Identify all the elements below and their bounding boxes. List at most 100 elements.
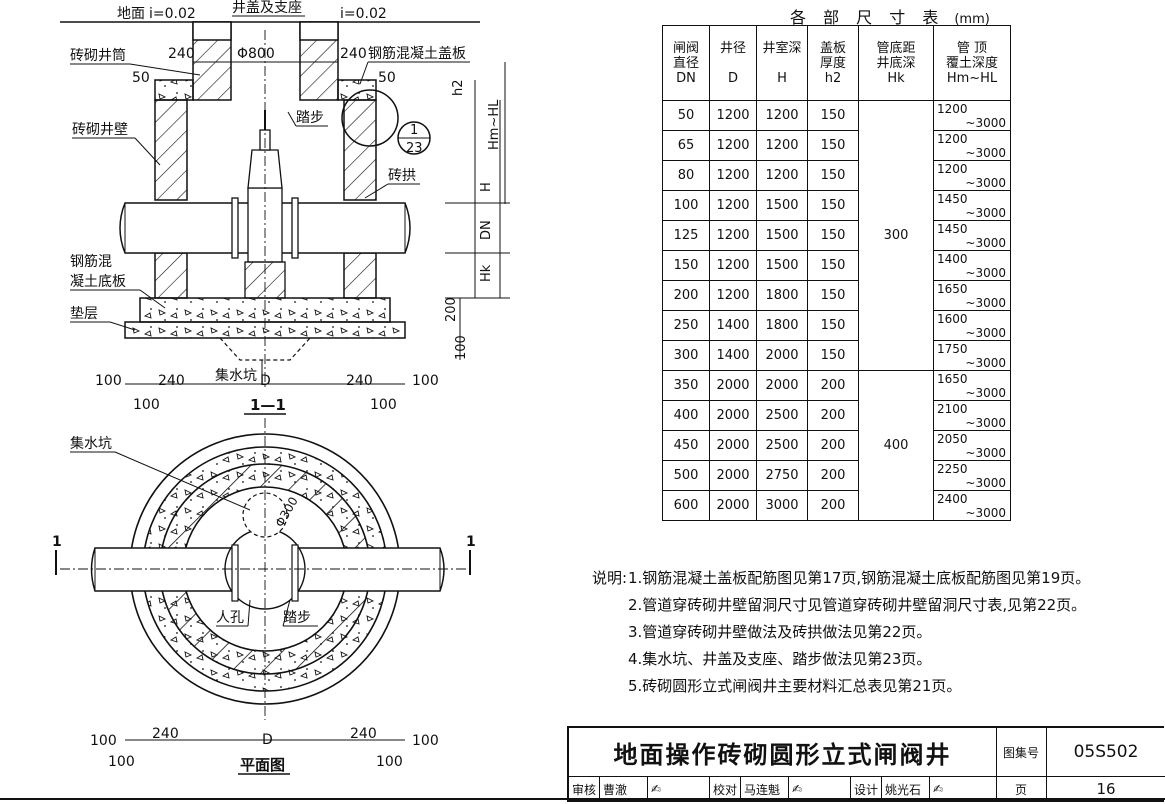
cover-depth-min: 2400 xyxy=(937,492,968,506)
plan-bdim-D: D xyxy=(262,732,273,748)
dim-phi800: Φ800 xyxy=(237,46,275,62)
cell-cover-depth: 2400~3000 xyxy=(933,490,1011,521)
note-item: 说明:1.钢筋混凝土盖板配筋图见第17页,钢筋混凝土底板配筋图见第19页。 xyxy=(592,565,1090,592)
cell-cover-depth: 1200~3000 xyxy=(933,160,1011,191)
table-unit: (mm) xyxy=(954,12,990,27)
designer-signature: ✍ xyxy=(933,782,944,796)
dim-50-left: 50 xyxy=(132,70,150,86)
bdim-100-left: 100 xyxy=(95,373,122,389)
cell-cover-depth: 1400~3000 xyxy=(933,250,1011,281)
ground-label: 地面 xyxy=(117,6,145,22)
review-label: 审核 xyxy=(569,776,601,802)
check-label: 校对 xyxy=(710,776,742,802)
rc-cover-plate-label: 钢筋混凝土盖板 xyxy=(368,45,466,62)
page-number: 16 xyxy=(1046,776,1165,802)
cover-depth-min: 1400 xyxy=(937,252,968,266)
rc-base-label-2: 凝土底板 xyxy=(70,274,126,290)
dim-240-right: 240 xyxy=(340,46,367,62)
dim-50-right: 50 xyxy=(378,70,396,86)
cover-depth-max: ~3000 xyxy=(965,386,1006,400)
cover-depth-max: ~3000 xyxy=(965,176,1006,190)
cell-h: 1500 xyxy=(756,250,808,281)
cell-d: 1400 xyxy=(709,340,757,371)
cell-cover-depth: 2050~3000 xyxy=(933,430,1011,461)
cell-d: 2000 xyxy=(709,430,757,461)
cell-cover-depth: 1650~3000 xyxy=(933,370,1011,401)
cell-dn: 250 xyxy=(662,310,710,341)
page-label: 页 xyxy=(996,776,1047,802)
cell-h2: 200 xyxy=(807,400,859,431)
cell-d: 2000 xyxy=(709,370,757,401)
cell-h2: 150 xyxy=(807,340,859,371)
cell-dn: 600 xyxy=(662,490,710,521)
cell-dn: 100 xyxy=(662,190,710,221)
cover-depth-min: 1450 xyxy=(937,192,968,206)
section-title: 1—1 xyxy=(250,396,286,414)
sump-label: 集水坑 xyxy=(215,367,257,384)
design-label: 设计 xyxy=(851,776,883,802)
designer-name: 姚光石 xyxy=(882,776,931,802)
cell-h2: 200 xyxy=(807,430,859,461)
cell-dn: 500 xyxy=(662,460,710,491)
cut-marker-left: 1 xyxy=(52,534,62,550)
cell-h: 1500 xyxy=(756,220,808,251)
checker-name: 马连魁 xyxy=(741,776,790,802)
cover-depth-min: 1200 xyxy=(937,132,968,146)
drawing-title: 地面操作砖砌圆形立式闸阀井 xyxy=(569,728,997,777)
cell-h2: 150 xyxy=(807,100,859,131)
cell-dn: 80 xyxy=(662,160,710,191)
cell-h: 1800 xyxy=(756,310,808,341)
cell-h: 2500 xyxy=(756,430,808,461)
cell-dn: 200 xyxy=(662,280,710,311)
cell-h: 1800 xyxy=(756,280,808,311)
cover-depth-min: 2250 xyxy=(937,462,968,476)
cell-h2: 150 xyxy=(807,130,859,161)
cover-depth-max: ~3000 xyxy=(965,476,1006,490)
atlas-label: 图集号 xyxy=(996,728,1047,777)
cell-dn: 450 xyxy=(662,430,710,461)
dim-200: 200 xyxy=(444,297,459,322)
cell-h: 1500 xyxy=(756,190,808,221)
plan-bdim-240-right: 240 xyxy=(350,726,377,742)
notes: 说明:1.钢筋混凝土盖板配筋图见第17页,钢筋混凝土底板配筋图见第19页。 2.… xyxy=(592,565,1090,700)
cell-dn: 300 xyxy=(662,340,710,371)
cell-h: 2500 xyxy=(756,400,808,431)
cover-depth-max: ~3000 xyxy=(965,266,1006,280)
dim-hm-hl: Hm~HL xyxy=(487,99,502,150)
cut-marker-right: 1 xyxy=(466,534,476,550)
note-item: 3.管道穿砖砌井壁做法及砖拱做法见第22页。 xyxy=(628,623,932,641)
brick-shaft-label: 砖砌井筒 xyxy=(70,47,126,64)
notes-label: 说明: xyxy=(592,569,628,587)
callout-bottom-number: 23 xyxy=(406,141,423,156)
bdim-D: D xyxy=(260,373,271,389)
plan-manhole-label: 人孔 xyxy=(216,610,244,626)
cover-depth-min: 2050 xyxy=(937,432,968,446)
plan-bdim-100-left-2: 100 xyxy=(108,754,135,770)
bdim-240-left: 240 xyxy=(158,373,185,389)
table-title-text: 各 部 尺 寸 表 xyxy=(790,8,945,27)
dim-240-left: 240 xyxy=(168,46,195,62)
cover-depth-max: ~3000 xyxy=(965,296,1006,310)
section-view: 地面 i=0.02 i=0.02 井盖及支座 xyxy=(60,0,510,415)
cell-dn: 400 xyxy=(662,400,710,431)
cell-h: 1200 xyxy=(756,160,808,191)
dim-DN: DN xyxy=(479,220,494,240)
cover-depth-max: ~3000 xyxy=(965,206,1006,220)
cell-d: 1200 xyxy=(709,100,757,131)
dim-H: H xyxy=(479,182,494,192)
cell-hk: 300 xyxy=(858,100,934,371)
cell-h: 1200 xyxy=(756,100,808,131)
cover-depth-min: 1750 xyxy=(937,342,968,356)
slope-left-label: i=0.02 xyxy=(149,6,196,22)
rc-base-label-1: 钢筋混 xyxy=(70,253,112,270)
cover-depth-max: ~3000 xyxy=(965,416,1006,430)
